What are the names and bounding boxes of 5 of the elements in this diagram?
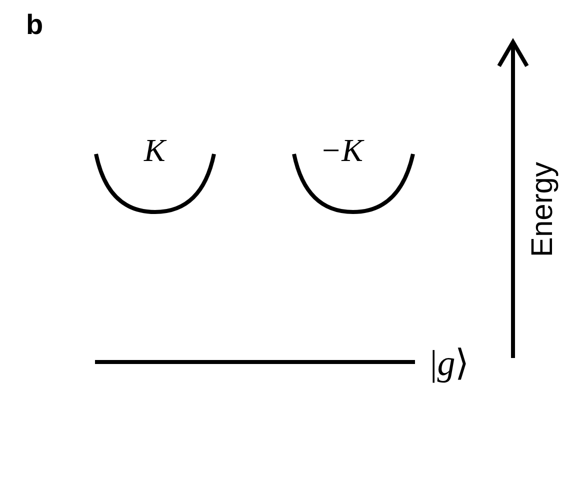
state-label: |g⟩ <box>430 342 470 384</box>
panel-letter: b <box>26 9 44 41</box>
valley-label: −K <box>320 132 363 169</box>
valley-label: K <box>144 132 166 169</box>
axis-label: Energy <box>526 162 560 258</box>
